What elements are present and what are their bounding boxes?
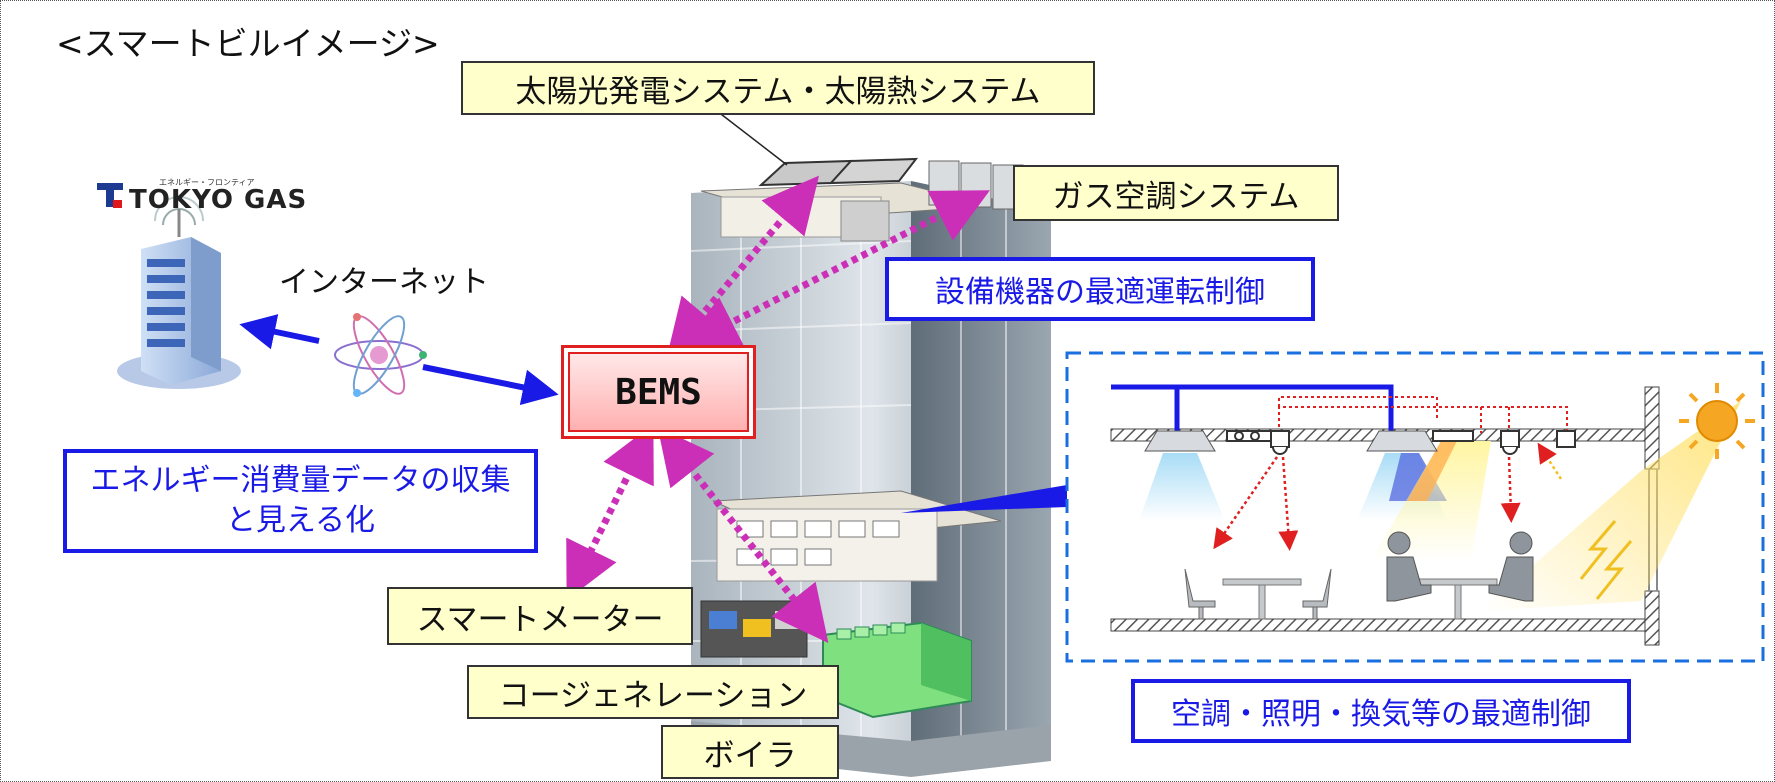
tokyo-gas-logo-icon [97,181,123,211]
bems-label: BEMS [568,352,749,432]
energy-data-line-1: エネルギー消費量データの収集 [90,463,511,498]
internet-to-bems-arrow [422,364,559,406]
hvac-lighting-control-label: 空調・照明・換気等の最適制御 [1131,679,1631,743]
logo-kana: エネルギー・フロンティア [159,178,255,187]
solar-leader-line [716,110,788,166]
boiler-label: ボイラ [661,725,839,779]
gas-hvac-label: ガス空調システム [1013,165,1339,221]
energy-data-label: エネルギー消費量データの収集 と見える化 [63,449,538,553]
generator-icon [822,621,972,719]
sun-icon [1679,383,1755,459]
logo-text: TOKYO GAS [129,185,308,215]
tokyo-gas-logo: エネルギー・フロンティア TOKYO GAS [97,179,307,213]
bems-smart-meter-link [566,423,654,601]
internet-atom-icon [334,313,427,397]
energy-data-line-2: と見える化 [225,503,376,538]
solar-system-label: 太陽光発電システム・太陽熱システム [461,61,1095,115]
ceiling-ac-icon [1144,430,1438,452]
chair-icon [1184,568,1332,620]
hq-tower-icon [117,196,241,389]
bems-box: BEMS [561,345,756,439]
cogeneration-label: コージェネレーション [467,665,839,719]
gas-hvac-bems-link [682,190,990,348]
room-detail-panel [1065,351,1765,663]
optimal-equipment-control-label: 設備機器の最適運転制御 [885,257,1315,321]
diagram-title: <スマートビルイメージ> [56,24,440,63]
internet-to-hq-arrow [239,314,320,350]
room-callout-pointer [901,485,1067,513]
person-icon [1386,531,1534,602]
smart-meter-label: スマートメーター [387,587,693,645]
internet-label: インターネット [279,265,489,300]
bems-generator-link [657,427,829,643]
